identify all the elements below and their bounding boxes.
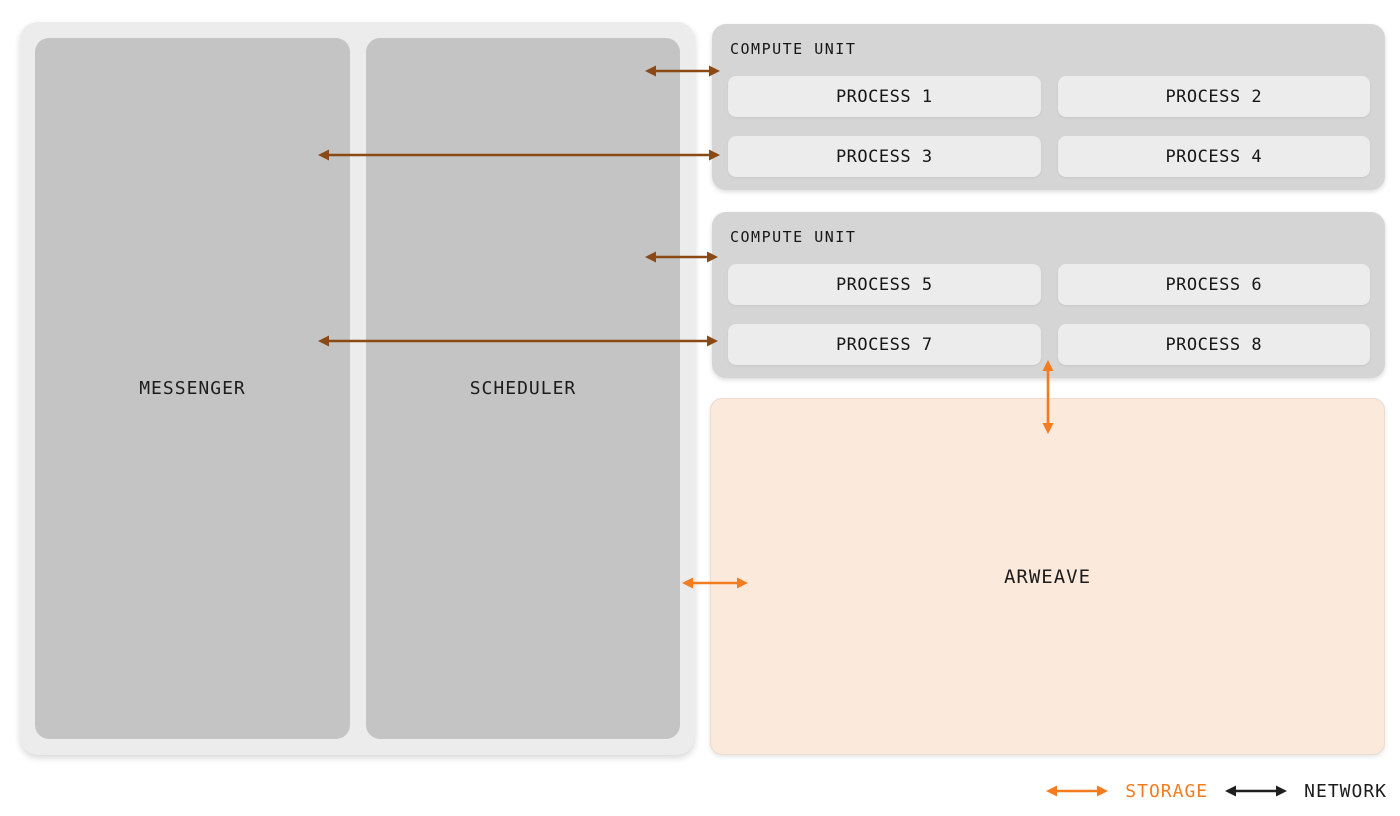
legend-storage-label: STORAGE: [1125, 780, 1209, 802]
process-3-box: PROCESS 3: [728, 136, 1041, 177]
network-arrow-icon: [1225, 785, 1288, 797]
legend-network-label: NETWORK: [1304, 780, 1387, 802]
compute-unit-1-process-grid: PROCESS 1 PROCESS 2 PROCESS 3 PROCESS 4: [728, 76, 1370, 177]
process-2-box: PROCESS 2: [1057, 76, 1370, 117]
legend: STORAGE NETWORK: [1044, 778, 1387, 804]
compute-unit-2-process-grid: PROCESS 5 PROCESS 6 PROCESS 7 PROCESS 8: [728, 264, 1370, 365]
compute-unit-2: COMPUTE UNIT PROCESS 5 PROCESS 6 PROCESS…: [712, 212, 1385, 378]
process-5-box: PROCESS 5: [728, 264, 1041, 305]
process-6-box: PROCESS 6: [1057, 264, 1370, 305]
arweave-box: ARWEAVE: [710, 398, 1385, 755]
process-8-label: PROCESS 8: [1165, 334, 1263, 355]
process-4-label: PROCESS 4: [1165, 146, 1263, 167]
messenger-label: MESSENGER: [139, 378, 246, 399]
process-7-label: PROCESS 7: [835, 334, 933, 355]
compute-unit-2-title: COMPUTE UNIT: [730, 228, 857, 246]
scheduler-label: SCHEDULER: [469, 378, 577, 399]
process-6-label: PROCESS 6: [1165, 274, 1263, 295]
arweave-label: ARWEAVE: [1003, 565, 1092, 588]
process-3-label: PROCESS 3: [835, 146, 933, 167]
process-2-label: PROCESS 2: [1165, 86, 1263, 107]
process-4-box: PROCESS 4: [1057, 136, 1370, 177]
compute-unit-1: COMPUTE UNIT PROCESS 1 PROCESS 2 PROCESS…: [712, 24, 1385, 190]
storage-arrow-icon: [1046, 785, 1109, 797]
storage-arrow-glyph: [1046, 785, 1109, 797]
network-arrow-glyph: [1225, 785, 1288, 797]
scheduler-box: SCHEDULER: [366, 38, 680, 739]
messenger-box: MESSENGER: [35, 38, 350, 739]
process-7-box: PROCESS 7: [728, 324, 1041, 365]
compute-unit-1-title: COMPUTE UNIT: [730, 40, 857, 58]
process-8-box: PROCESS 8: [1057, 324, 1370, 365]
process-1-box: PROCESS 1: [728, 76, 1041, 117]
process-5-label: PROCESS 5: [835, 274, 933, 295]
process-1-label: PROCESS 1: [835, 86, 933, 107]
messenger-scheduler-panel: MESSENGER SCHEDULER: [20, 22, 695, 755]
